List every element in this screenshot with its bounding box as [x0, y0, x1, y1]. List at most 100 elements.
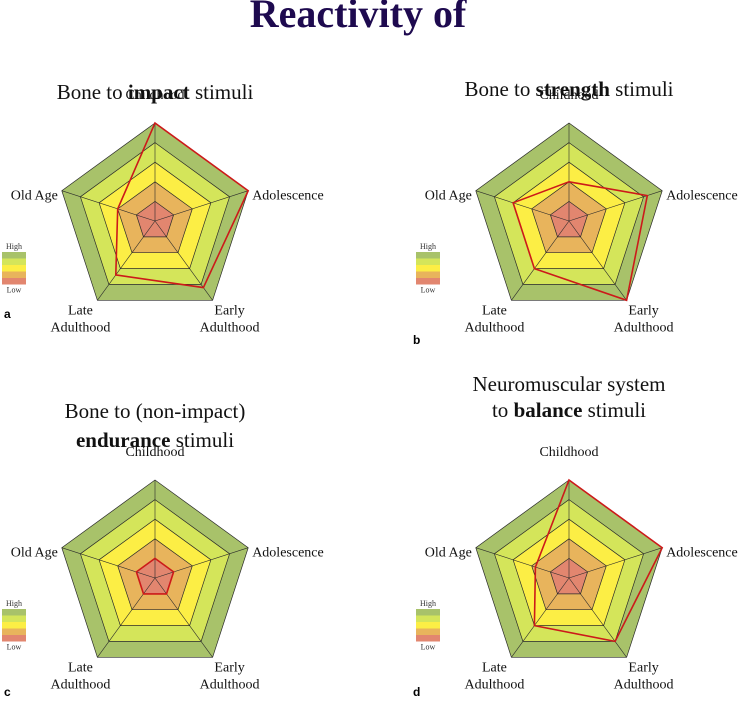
axis-spoke	[61, 547, 156, 579]
axis-label: Childhood	[125, 445, 184, 460]
radar-panel-c: Bone to (non-impact) endurance stimuliChi…	[2, 399, 324, 699]
axis-label: Old Age	[425, 546, 472, 561]
axis-label-line: Adulthood	[50, 320, 110, 335]
legend-swatch	[2, 628, 26, 635]
axis-label-line: Old Age	[11, 546, 58, 561]
data-series-line	[512, 180, 649, 302]
legend-swatch	[2, 271, 26, 278]
axis-label-line: Adolescence	[666, 189, 738, 204]
legend-swatch	[416, 609, 440, 616]
panel-title-text: stimuli	[610, 77, 674, 101]
axis-label: Old Age	[11, 189, 58, 204]
panel-title-line: Bone to impact stimuli	[57, 80, 254, 104]
axis-label-line: Late	[482, 660, 507, 675]
legend-swatch	[416, 258, 440, 265]
axis-label-line: Childhood	[539, 88, 598, 103]
axis-label: Old Age	[11, 546, 58, 561]
axis-spoke	[568, 577, 627, 658]
axis-spoke	[61, 190, 156, 222]
panel-title-text: to	[492, 398, 514, 422]
axis-label-line: Early	[214, 660, 244, 675]
panel-title-text: stimuli	[582, 398, 646, 422]
panel-letter: a	[4, 307, 11, 321]
axis-label: Childhood	[539, 445, 598, 460]
legend-swatch	[2, 622, 26, 629]
main-title: Reactivity of	[250, 0, 467, 36]
axis-label-line: Adulthood	[614, 677, 674, 692]
legend-swatch	[416, 271, 440, 278]
panel-title-emphasis: impact	[128, 80, 190, 104]
axis-label-line: Early	[214, 303, 244, 318]
panel-title-line: Neuromuscular system	[472, 372, 665, 396]
legend-swatch	[416, 622, 440, 629]
axis-label: Adolescence	[666, 189, 738, 204]
panel-title-text: stimuli	[170, 428, 234, 452]
axis-label: Childhood	[125, 88, 184, 103]
axis-label-line: Adulthood	[50, 677, 110, 692]
axis-spoke	[475, 190, 570, 222]
radar-panel-a: Bone to impact stimuliChildhoodAdolescen…	[2, 80, 324, 335]
legend-low-label: Low	[7, 643, 22, 652]
legend-swatch	[2, 258, 26, 265]
panel-title-emphasis: balance	[514, 398, 583, 422]
axis-spoke	[568, 547, 663, 579]
panel-title-emphasis: endurance	[76, 428, 171, 452]
axis-label-line: Adulthood	[464, 677, 524, 692]
panel-title-text: Bone to	[464, 77, 535, 101]
panel-title-text: stimuli	[190, 80, 254, 104]
legend-swatch	[416, 635, 440, 642]
legend-swatch	[2, 252, 26, 259]
axis-label-line: Adulthood	[200, 677, 260, 692]
data-series-line	[135, 557, 175, 595]
data-series-line	[533, 478, 664, 643]
data-series-line	[114, 121, 250, 289]
axis-label: Old Age	[425, 189, 472, 204]
radar-panel-b: Bone to strength stimuliChildhoodAdolesc…	[413, 77, 738, 347]
axis-spoke	[97, 577, 156, 658]
axis-spoke	[511, 577, 570, 658]
axis-label-line: Childhood	[125, 88, 184, 103]
panel-title-emphasis: strength	[536, 77, 611, 101]
axis-spoke	[154, 190, 249, 222]
panel-title-text: Bone to	[57, 80, 128, 104]
legend-low-label: Low	[421, 643, 436, 652]
axis-label-line: Adolescence	[252, 189, 324, 204]
axis-spoke	[511, 220, 570, 301]
panel-title-text: Bone to (non-impact)	[65, 399, 246, 423]
axis-label-line: Late	[68, 660, 93, 675]
axis-spoke	[154, 547, 249, 579]
axis-label: Adolescence	[252, 546, 324, 561]
legend-swatch	[2, 615, 26, 622]
axis-label-line: Old Age	[425, 546, 472, 561]
axis-spoke	[154, 577, 213, 658]
legend-high-label: High	[420, 599, 436, 608]
axis-label-line: Adulthood	[614, 320, 674, 335]
legend-low-label: Low	[7, 286, 22, 295]
panel-letter: b	[413, 333, 420, 347]
legend-swatch	[2, 609, 26, 616]
panel-title-text: Neuromuscular system	[472, 372, 665, 396]
panel-title-line: to balance stimuli	[492, 398, 646, 422]
axis-label: Adolescence	[666, 546, 738, 561]
axis-label-line: Old Age	[425, 189, 472, 204]
panel-title-line: Bone to strength stimuli	[464, 77, 673, 101]
axis-label-line: Adolescence	[666, 546, 738, 561]
legend-swatch	[416, 628, 440, 635]
legend-swatch	[2, 265, 26, 272]
legend-high-label: High	[6, 599, 22, 608]
axis-label-line: Early	[628, 660, 658, 675]
panel-letter: c	[4, 685, 11, 699]
axis-label-line: Adolescence	[252, 546, 324, 561]
axis-label-line: Adulthood	[200, 320, 260, 335]
legend-high-label: High	[420, 242, 436, 251]
axis-label-line: Childhood	[125, 445, 184, 460]
axis-label-line: Late	[68, 303, 93, 318]
legend-swatch	[416, 252, 440, 259]
